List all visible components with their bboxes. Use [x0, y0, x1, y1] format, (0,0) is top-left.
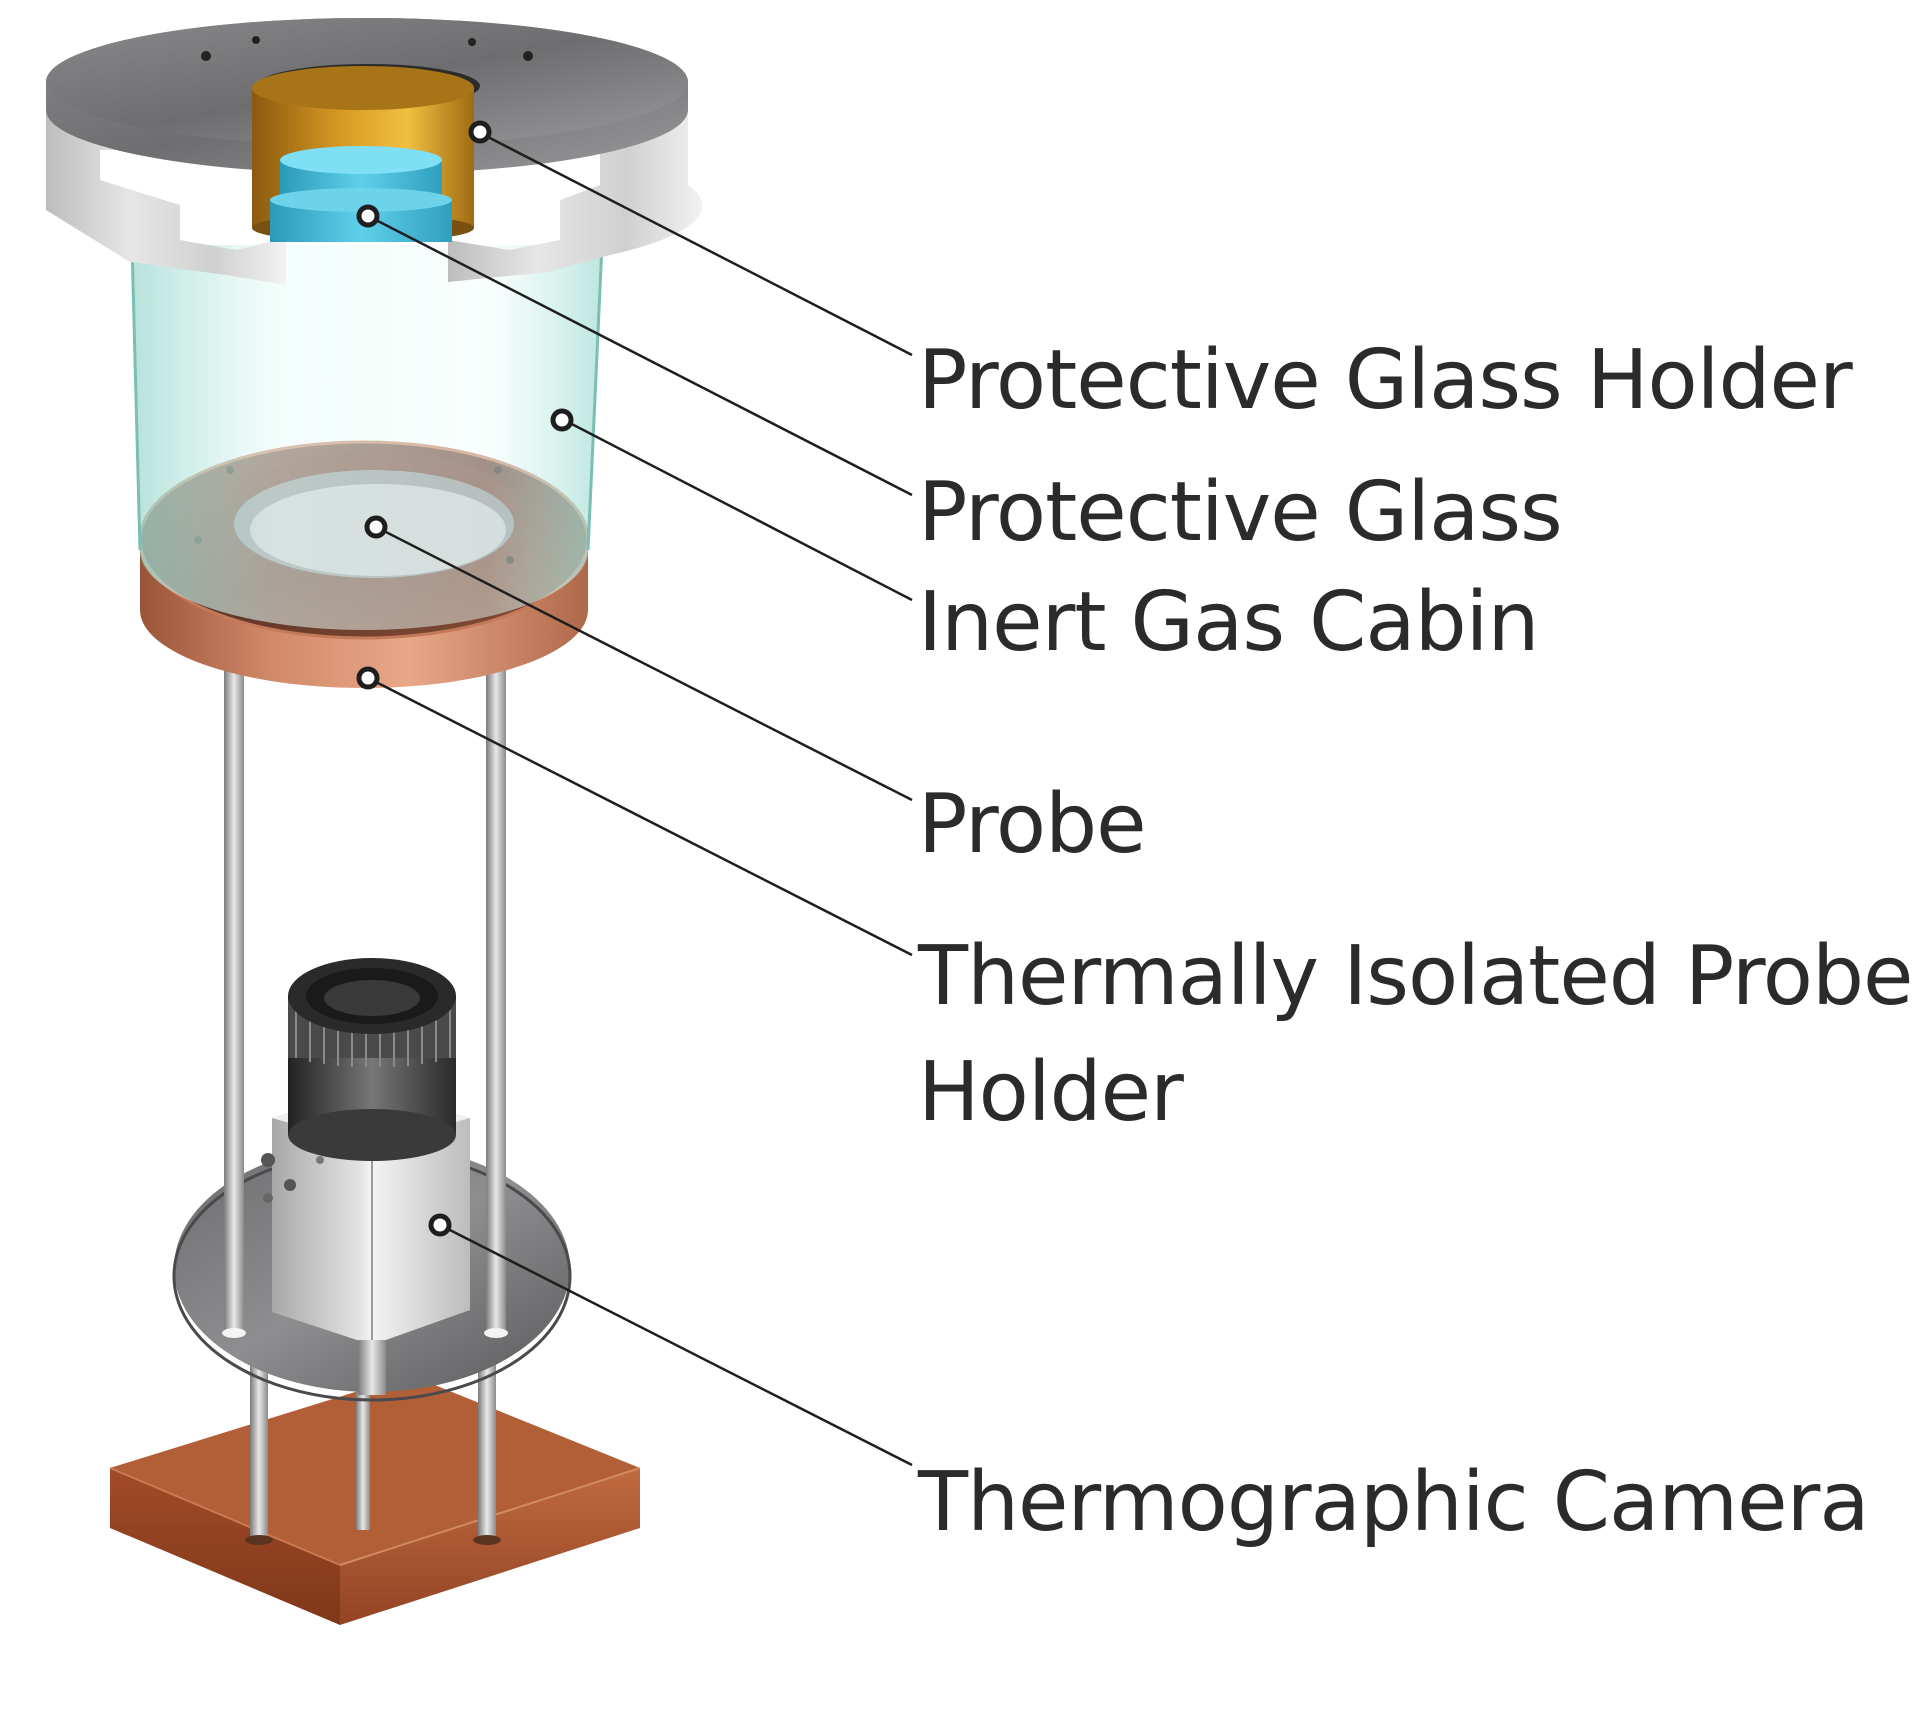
leader-lines [371, 134, 913, 1467]
upper-support-rods [222, 668, 508, 1338]
label-protective-glass: Protective Glass [918, 465, 1563, 560]
camera-lens [288, 958, 456, 1161]
lower-support-rods [245, 1330, 501, 1545]
leader-markers [356, 120, 574, 1237]
label-protective-glass-holder: Protective Glass Holder [918, 333, 1853, 428]
marker-thermographic-camera [428, 1213, 452, 1237]
marker-probe-holder [356, 666, 380, 690]
leader-line-probe [377, 526, 913, 802]
copper-base-block [109, 1375, 641, 1625]
label-thermographic-camera: Thermographic Camera [918, 1455, 1870, 1550]
leader-line-probe-holder [371, 678, 913, 957]
label-thermally-isolated-probe-holder-line2: Holder [918, 1045, 1184, 1140]
leader-line-thermographic-camera [441, 1224, 913, 1467]
label-probe: Probe [918, 777, 1147, 872]
label-thermally-isolated-probe-holder-line1: Thermally Isolated Probe [918, 929, 1913, 1024]
marker-probe [364, 515, 388, 539]
marker-protective-glass-holder [468, 120, 492, 144]
protective-glass-disc [270, 146, 452, 242]
label-inert-gas-cabin: Inert Gas Cabin [918, 575, 1539, 670]
leader-line-protective-glass-holder [485, 134, 913, 357]
marker-protective-glass [356, 204, 380, 228]
inert-gas-cabin-cylinder [130, 244, 604, 630]
leader-line-inert-gas-cabin [563, 418, 913, 602]
marker-inert-gas-cabin [550, 408, 574, 432]
leader-line-protective-glass [371, 216, 913, 497]
